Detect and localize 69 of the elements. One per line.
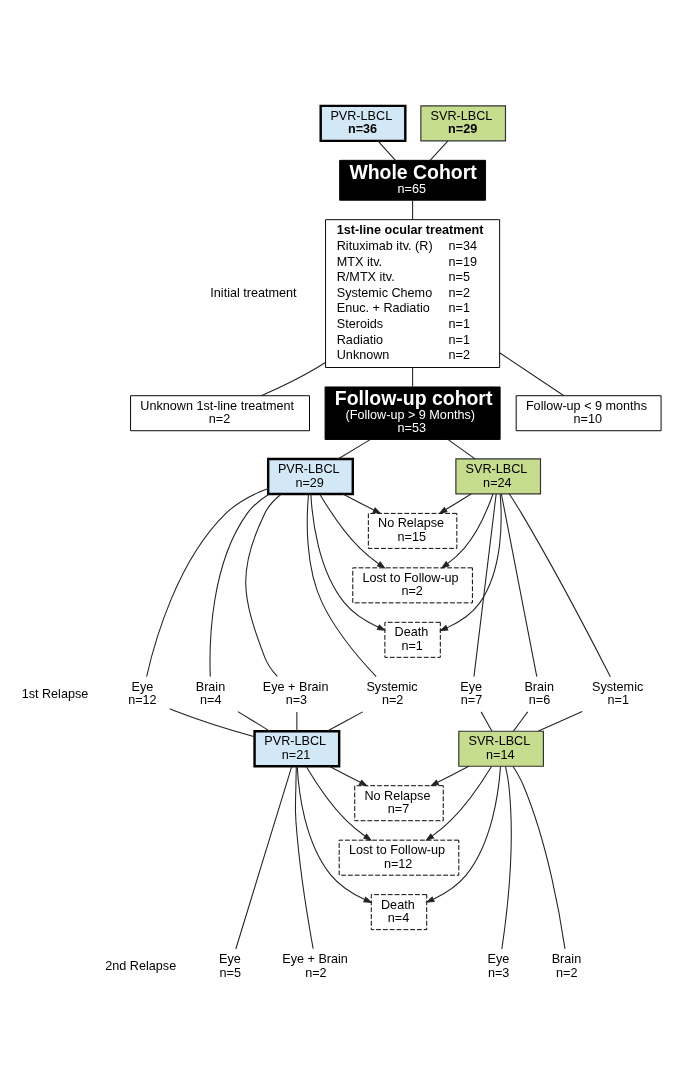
node-text: Brain n=6 — [524, 679, 554, 707]
connector — [447, 438, 476, 459]
node-text: Brain n=4 — [195, 679, 226, 707]
connector — [412, 366, 414, 387]
connector — [296, 710, 298, 732]
node-box: 1st-line ocular treatment Rituximab itv. (R) n=34 MTX itv. n=19 R/MTX itv. n=5 Systemic Chemo n=2 Enuc. + Radiatio n=1 Steroids n=1 Radiatio n=1 Unknown n=2 — [325, 218, 501, 368]
connector — [337, 438, 371, 459]
connector — [237, 710, 271, 732]
node-text: Eye + Brain n=2 — [282, 951, 348, 980]
connector — [169, 707, 256, 737]
node-box: SVR-LBCL n=29 — [420, 104, 507, 141]
connector — [473, 492, 497, 677]
arrow — [438, 493, 472, 514]
node-text: Systemic n=2 — [366, 679, 418, 707]
arrow — [430, 765, 470, 786]
connector — [235, 765, 293, 950]
node-box: SVR-LBCL n=24 — [455, 457, 542, 495]
node-box: SVR-LBCL n=14 — [458, 730, 544, 767]
node-box: No Relapse n=7 — [354, 784, 444, 821]
arrow — [305, 765, 373, 841]
node-text: Eye n=12 — [128, 679, 157, 707]
arrow — [425, 765, 502, 903]
connector — [429, 140, 449, 161]
node-box: Unknown 1st-line treatment n=2 — [130, 394, 310, 431]
connector — [499, 351, 565, 396]
arrow — [440, 492, 494, 569]
node-box: Follow-up < 9 months n=10 — [515, 394, 662, 431]
node-box: Death n=4 — [370, 893, 428, 930]
connector — [306, 493, 377, 677]
connector — [500, 492, 538, 677]
connector — [146, 487, 269, 677]
node-box: Death n=1 — [384, 621, 441, 658]
connector — [209, 493, 270, 677]
connector — [480, 710, 493, 732]
connector — [501, 765, 512, 949]
connector — [294, 765, 314, 949]
connector — [377, 140, 396, 161]
node-box: PVR-LBCL n=36 — [319, 104, 407, 142]
arrow — [310, 492, 387, 631]
node-box: PVR-LBCL n=29 — [266, 457, 354, 495]
label: Initial treatment — [210, 285, 297, 300]
label: 1st Relapse — [21, 686, 89, 701]
label: 2nd Relapse — [105, 958, 177, 973]
node-box: Follow-up cohort (Follow-up > 9 Months) n=53 — [324, 385, 501, 440]
node-box: No Relapse n=15 — [367, 512, 458, 549]
arrow — [319, 493, 386, 569]
node-box: PVR-LBCL n=21 — [253, 729, 341, 767]
node-text: Systemic n=1 — [592, 679, 644, 707]
arrow — [296, 765, 373, 903]
connector — [260, 361, 326, 396]
node-text: Eye n=5 — [219, 951, 241, 980]
node-text: Eye n=7 — [460, 679, 483, 707]
connector — [245, 492, 282, 677]
node-box: Lost to Follow-up n=12 — [338, 839, 460, 876]
node-box: Whole Cohort n=65 — [339, 159, 487, 201]
connector — [512, 710, 529, 732]
node-text: Eye n=3 — [487, 951, 510, 980]
connector — [412, 199, 414, 220]
connector — [508, 493, 611, 677]
node-box: Lost to Follow-up n=2 — [352, 566, 473, 603]
arrow — [439, 493, 502, 631]
connector — [326, 710, 364, 732]
connector — [512, 765, 566, 949]
arrow — [328, 765, 368, 786]
connector — [537, 710, 583, 732]
node-text: Eye + Brain n=3 — [262, 679, 329, 707]
node-text: Brain n=2 — [551, 951, 582, 980]
arrow — [342, 493, 382, 514]
arrow — [425, 765, 493, 841]
